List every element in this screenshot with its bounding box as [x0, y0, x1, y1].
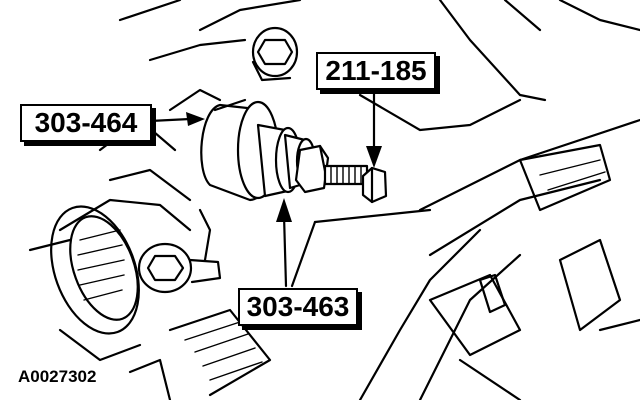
callout-label-211-185: 211-185 [325, 55, 427, 86]
callout-303-463: 303-463 [238, 288, 358, 326]
crank-pulley [50, 205, 142, 362]
engine-background-linework [28, 0, 640, 400]
forcing-screw-211-185 [294, 144, 388, 204]
figure-id: A0027302 [18, 367, 97, 386]
callout-label-303-463: 303-463 [246, 291, 350, 322]
callout-label-303-464: 303-464 [34, 107, 138, 138]
callout-303-464: 303-464 [20, 104, 152, 142]
leader-arrows [148, 86, 432, 288]
cv-boot [128, 308, 272, 400]
upper-bolt [251, 26, 299, 82]
callout-211-185: 211-185 [316, 52, 436, 90]
lower-bolt [137, 208, 222, 294]
